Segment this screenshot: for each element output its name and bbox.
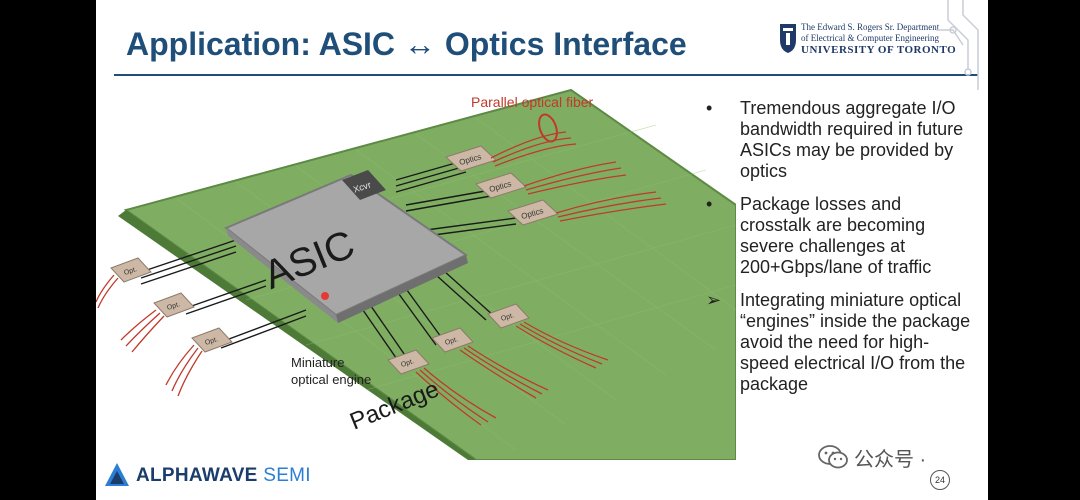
presentation-slide: Application: ASIC ↔ Optics Interface The… xyxy=(96,0,988,500)
svg-text:Opt.: Opt. xyxy=(444,336,459,347)
opt-module: Opt. xyxy=(153,292,195,318)
svg-text:Opt.: Opt. xyxy=(166,301,181,312)
page-number: 24 xyxy=(930,470,950,490)
crest-icon xyxy=(780,24,796,53)
institution-line-3: UNIVERSITY OF TORONTO xyxy=(801,44,957,56)
bullet-item: • Tremendous aggregate I/O bandwidth req… xyxy=(706,98,976,182)
slide-title: Application: ASIC ↔ Optics Interface xyxy=(126,26,687,62)
institution-line-2: of Electrical & Computer Engineering xyxy=(801,33,939,43)
company-name: ALPHAWAVE SEMI xyxy=(136,465,311,487)
optics-module: Optics xyxy=(475,172,527,199)
opt-module: Opt. xyxy=(487,303,530,329)
opt-module: Opt. xyxy=(431,327,474,353)
fiber-bundle-marker xyxy=(538,113,558,143)
title-divider xyxy=(114,74,978,76)
bullet-marker: • xyxy=(706,194,713,214)
pin1-marker-icon xyxy=(321,292,329,300)
company-name-alpha: ALPHAWAVE xyxy=(136,465,258,486)
svg-text:Opt.: Opt. xyxy=(123,266,138,277)
package-board-edge xyxy=(118,210,476,460)
asic-optics-illustration: ASIC Xcvr Optics Optics Optics Opt. Opt.… xyxy=(96,88,736,460)
bullet-marker: ➢ xyxy=(706,290,722,310)
engine-callout-line1: Miniature xyxy=(291,355,344,370)
xcvr-chip xyxy=(342,170,386,200)
optics-module: Optics xyxy=(445,145,497,172)
wechat-icon xyxy=(818,445,848,469)
circuit-decoration-icon xyxy=(936,0,979,90)
svg-text:Opt.: Opt. xyxy=(204,336,219,347)
company-name-semi: SEMI xyxy=(257,465,311,486)
alphawave-logo-icon xyxy=(105,463,129,486)
opt-module: Opt. xyxy=(387,349,430,375)
institution-line-1: The Edward S. Rogers Sr. Department xyxy=(801,22,940,32)
bullet-marker: • xyxy=(706,98,713,118)
fiber-callout: Parallel optical fiber xyxy=(471,94,594,110)
svg-text:Opt.: Opt. xyxy=(400,358,415,369)
bullet-list: • Tremendous aggregate I/O bandwidth req… xyxy=(706,98,976,407)
watermark-text: 公众号 · xyxy=(854,448,927,471)
bullet-text: Tremendous aggregate I/O bandwidth requi… xyxy=(740,98,964,181)
wechat-watermark: 公众号 · xyxy=(818,440,926,474)
engine-callout-line2: optical engine xyxy=(291,372,371,387)
bullet-item: • Package losses and crosstalk are becom… xyxy=(706,194,976,278)
opt-module: Opt. xyxy=(110,257,152,283)
opt-module: Opt. xyxy=(191,327,233,353)
bullet-item: ➢ Integrating miniature optical “engines… xyxy=(706,290,976,395)
svg-text:Opt.: Opt. xyxy=(500,312,515,323)
optics-module: Optics xyxy=(507,199,559,226)
bullet-text: Package losses and crosstalk are becomin… xyxy=(740,194,932,277)
bullet-text: Integrating miniature optical “engines” … xyxy=(740,290,971,394)
university-logo: The Edward S. Rogers Sr. Department of E… xyxy=(779,20,969,64)
